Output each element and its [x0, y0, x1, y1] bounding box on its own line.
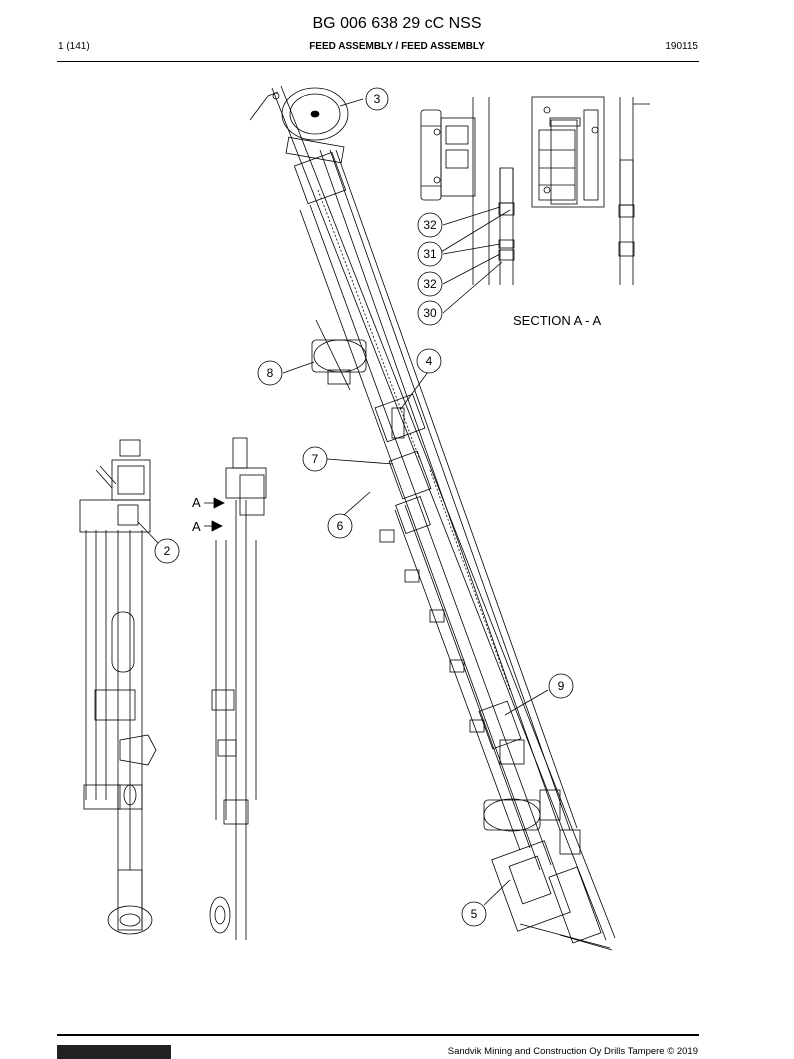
- section-marker-a-upper: A: [192, 495, 201, 510]
- callout-32-top-label: 32: [423, 218, 437, 232]
- callout-2: [154, 538, 180, 564]
- callout-32-bottom: [417, 271, 443, 297]
- callout-3: [365, 87, 389, 111]
- copyright-notice: Sandvik Mining and Construction Oy Drill…: [447, 1046, 698, 1057]
- callout-8-label: 8: [267, 366, 274, 380]
- callout-7: [302, 446, 328, 472]
- section-a-a-detail: [420, 96, 650, 314]
- section-a-a-label: SECTION A - A: [513, 313, 601, 328]
- callout-6: [327, 513, 353, 539]
- callout-31-label: 31: [423, 247, 437, 261]
- page-title: FEED ASSEMBLY / FEED ASSEMBLY: [309, 41, 485, 52]
- callout-32-bottom-label: 32: [423, 277, 437, 291]
- callout-2-label: 2: [164, 544, 171, 558]
- footer-rule: [57, 1034, 699, 1036]
- callout-4: [416, 348, 442, 374]
- callout-5-label: 5: [471, 907, 478, 921]
- callout-30-label: 30: [423, 306, 437, 320]
- callout-9-label: 9: [558, 679, 565, 693]
- callout-4-label: 4: [426, 354, 433, 368]
- callout-8: [257, 360, 283, 386]
- callout-30: [417, 300, 443, 326]
- callouts: [154, 87, 574, 927]
- main-feed-view: [249, 85, 616, 951]
- page-number: 1 (141): [58, 41, 90, 52]
- revision-code: 190115: [665, 41, 698, 52]
- callout-9: [548, 673, 574, 699]
- document-number: BG 006 638 29 cC NSS: [312, 15, 482, 32]
- callout-7-label: 7: [312, 452, 319, 466]
- callout-3-label: 3: [374, 92, 381, 106]
- header-rule: [57, 61, 699, 62]
- sandvik-logo: [57, 1045, 171, 1059]
- callout-32-top: [417, 212, 443, 238]
- callout-31: [417, 241, 443, 267]
- section-marker-a-lower: A: [192, 519, 201, 534]
- callout-6-label: 6: [337, 519, 344, 533]
- side-view: [204, 437, 267, 940]
- callout-5: [461, 901, 487, 927]
- front-view: [79, 439, 161, 935]
